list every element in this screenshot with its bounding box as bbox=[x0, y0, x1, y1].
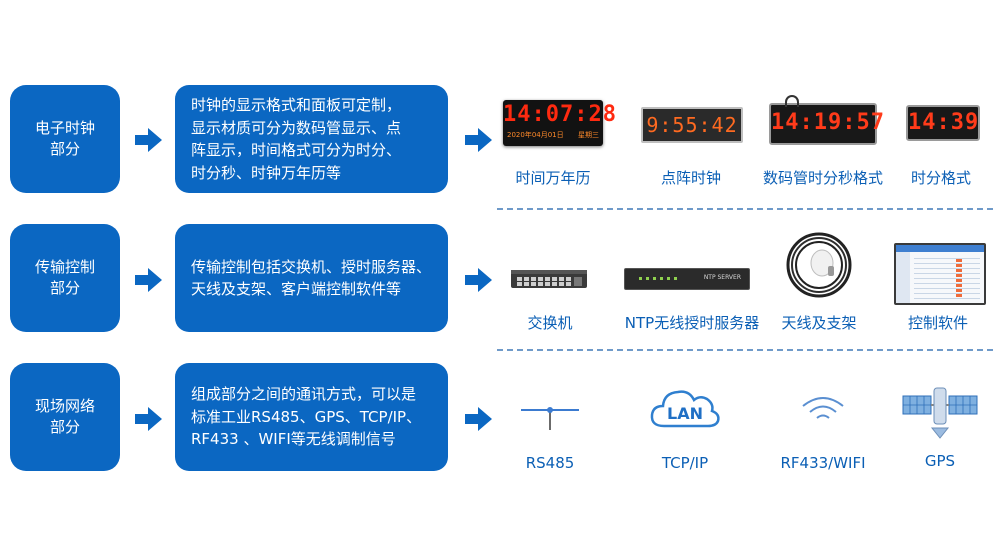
description-line: 阵显示，时间格式可分为时分、 bbox=[191, 139, 436, 162]
description-line: 传输控制包括交换机、授时服务器、 bbox=[191, 256, 436, 279]
item-control-software: 控制软件 bbox=[886, 240, 990, 336]
ntp-server-image: NTP SERVER bbox=[624, 268, 750, 290]
item-ntp-server: NTP SERVER NTP无线授时服务器 bbox=[612, 240, 772, 336]
item-label: 控制软件 bbox=[886, 312, 990, 333]
seven-segment-hm-clock-image: 14:39 bbox=[906, 105, 980, 141]
category-label-line2: 部分 bbox=[50, 278, 80, 299]
dot-matrix-clock-image: 9:55:42 bbox=[641, 107, 743, 143]
item-antenna-bracket: 天线及支架 bbox=[772, 230, 866, 336]
description-line: 组成部分之间的通讯方式，可以是 bbox=[191, 383, 436, 406]
seven-segment-hm-time: 14:39 bbox=[908, 110, 978, 136]
item-label: 时间万年历 bbox=[495, 167, 611, 188]
arrow-right-icon bbox=[135, 128, 162, 152]
item-tcp-ip: LAN TCP/IP bbox=[640, 380, 730, 476]
server-led-row bbox=[639, 277, 679, 280]
control-software-screenshot bbox=[894, 243, 986, 305]
description-line: 时钟的显示格式和面板可定制， bbox=[191, 94, 436, 117]
description-line: 时分秒、时钟万年历等 bbox=[191, 162, 436, 185]
description-line: 显示材质可分为数码管显示、点 bbox=[191, 117, 436, 140]
network-switch-image bbox=[511, 268, 587, 290]
category-label-line1: 传输控制 bbox=[35, 257, 95, 278]
calendar-clock-time: 14:07:28 bbox=[503, 103, 603, 127]
item-label: RS485 bbox=[505, 454, 595, 472]
item-label: 时分格式 bbox=[893, 167, 989, 188]
item-seven-segment-hms-clock: 14:19:57 数码管时分秒格式 bbox=[755, 95, 891, 195]
ntp-server-label: NTP SERVER bbox=[704, 274, 741, 281]
item-dot-matrix-clock: 9:55:42 点阵时钟 bbox=[633, 95, 749, 195]
row-divider bbox=[497, 208, 993, 210]
calendar-clock-date-row: 2020年04月01日 星期三 bbox=[507, 130, 599, 140]
antenna-wire bbox=[785, 95, 799, 107]
category-label-line1: 现场网络 bbox=[35, 396, 95, 417]
item-switch: 交换机 bbox=[495, 240, 605, 336]
item-rs485: RS485 bbox=[505, 380, 595, 476]
description-line: RF433 、WIFI等无线调制信号 bbox=[191, 428, 436, 451]
description-box-field-network: 组成部分之间的通讯方式，可以是 标准工业RS485、GPS、TCP/IP、 RF… bbox=[175, 363, 448, 471]
item-label: TCP/IP bbox=[640, 454, 730, 472]
item-label: 数码管时分秒格式 bbox=[755, 167, 891, 188]
wifi-signal-icon bbox=[800, 392, 846, 424]
arrow-right-icon bbox=[465, 268, 492, 292]
arrow-right-icon bbox=[465, 128, 492, 152]
item-calendar-clock: 14:07:28 2020年04月01日 星期三 时间万年历 bbox=[495, 95, 611, 195]
software-grid bbox=[914, 257, 980, 299]
software-status-column bbox=[956, 257, 962, 297]
arrow-right-icon bbox=[135, 268, 162, 292]
item-label: 天线及支架 bbox=[772, 312, 866, 333]
description-box-electronic-clock: 时钟的显示格式和面板可定制， 显示材质可分为数码管显示、点 阵显示，时间格式可分… bbox=[175, 85, 448, 193]
seven-segment-hms-clock-image: 14:19:57 bbox=[769, 103, 877, 145]
item-label: NTP无线授时服务器 bbox=[612, 312, 772, 333]
arrow-right-icon bbox=[135, 407, 162, 431]
item-rf433-wifi: RF433/WIFI bbox=[770, 380, 876, 476]
description-line: 天线及支架、客户端控制软件等 bbox=[191, 278, 436, 301]
category-label-line2: 部分 bbox=[50, 139, 80, 160]
calendar-clock-weekday: 星期三 bbox=[578, 130, 599, 140]
antenna-coil-image bbox=[784, 230, 854, 300]
item-label: 交换机 bbox=[495, 312, 605, 333]
dot-matrix-clock-time: 9:55:42 bbox=[643, 113, 741, 137]
calendar-clock-date: 2020年04月01日 bbox=[507, 130, 564, 140]
category-box-transmission-control: 传输控制 部分 bbox=[10, 224, 120, 332]
description-line: 标准工业RS485、GPS、TCP/IP、 bbox=[191, 406, 436, 429]
software-sidebar bbox=[896, 252, 910, 303]
item-gps: GPS bbox=[895, 380, 985, 476]
item-label: RF433/WIFI bbox=[770, 454, 876, 472]
category-box-electronic-clock: 电子时钟 部分 bbox=[10, 85, 120, 193]
calendar-clock-image: 14:07:28 2020年04月01日 星期三 bbox=[503, 100, 603, 146]
arrow-right-icon bbox=[465, 407, 492, 431]
category-box-field-network: 现场网络 部分 bbox=[10, 363, 120, 471]
row-divider bbox=[497, 349, 993, 351]
item-seven-segment-hm-clock: 14:39 时分格式 bbox=[893, 95, 989, 195]
item-label: 点阵时钟 bbox=[633, 167, 749, 188]
seven-segment-hms-time: 14:19:57 bbox=[771, 110, 875, 136]
software-titlebar bbox=[896, 245, 984, 252]
bus-connector-icon bbox=[519, 400, 581, 432]
category-label-line2: 部分 bbox=[50, 417, 80, 438]
lan-label: LAN bbox=[640, 404, 730, 423]
description-box-transmission-control: 传输控制包括交换机、授时服务器、 天线及支架、客户端控制软件等 bbox=[175, 224, 448, 332]
satellite-icon bbox=[901, 386, 979, 442]
category-label-line1: 电子时钟 bbox=[35, 118, 95, 139]
item-label: GPS bbox=[895, 452, 985, 470]
